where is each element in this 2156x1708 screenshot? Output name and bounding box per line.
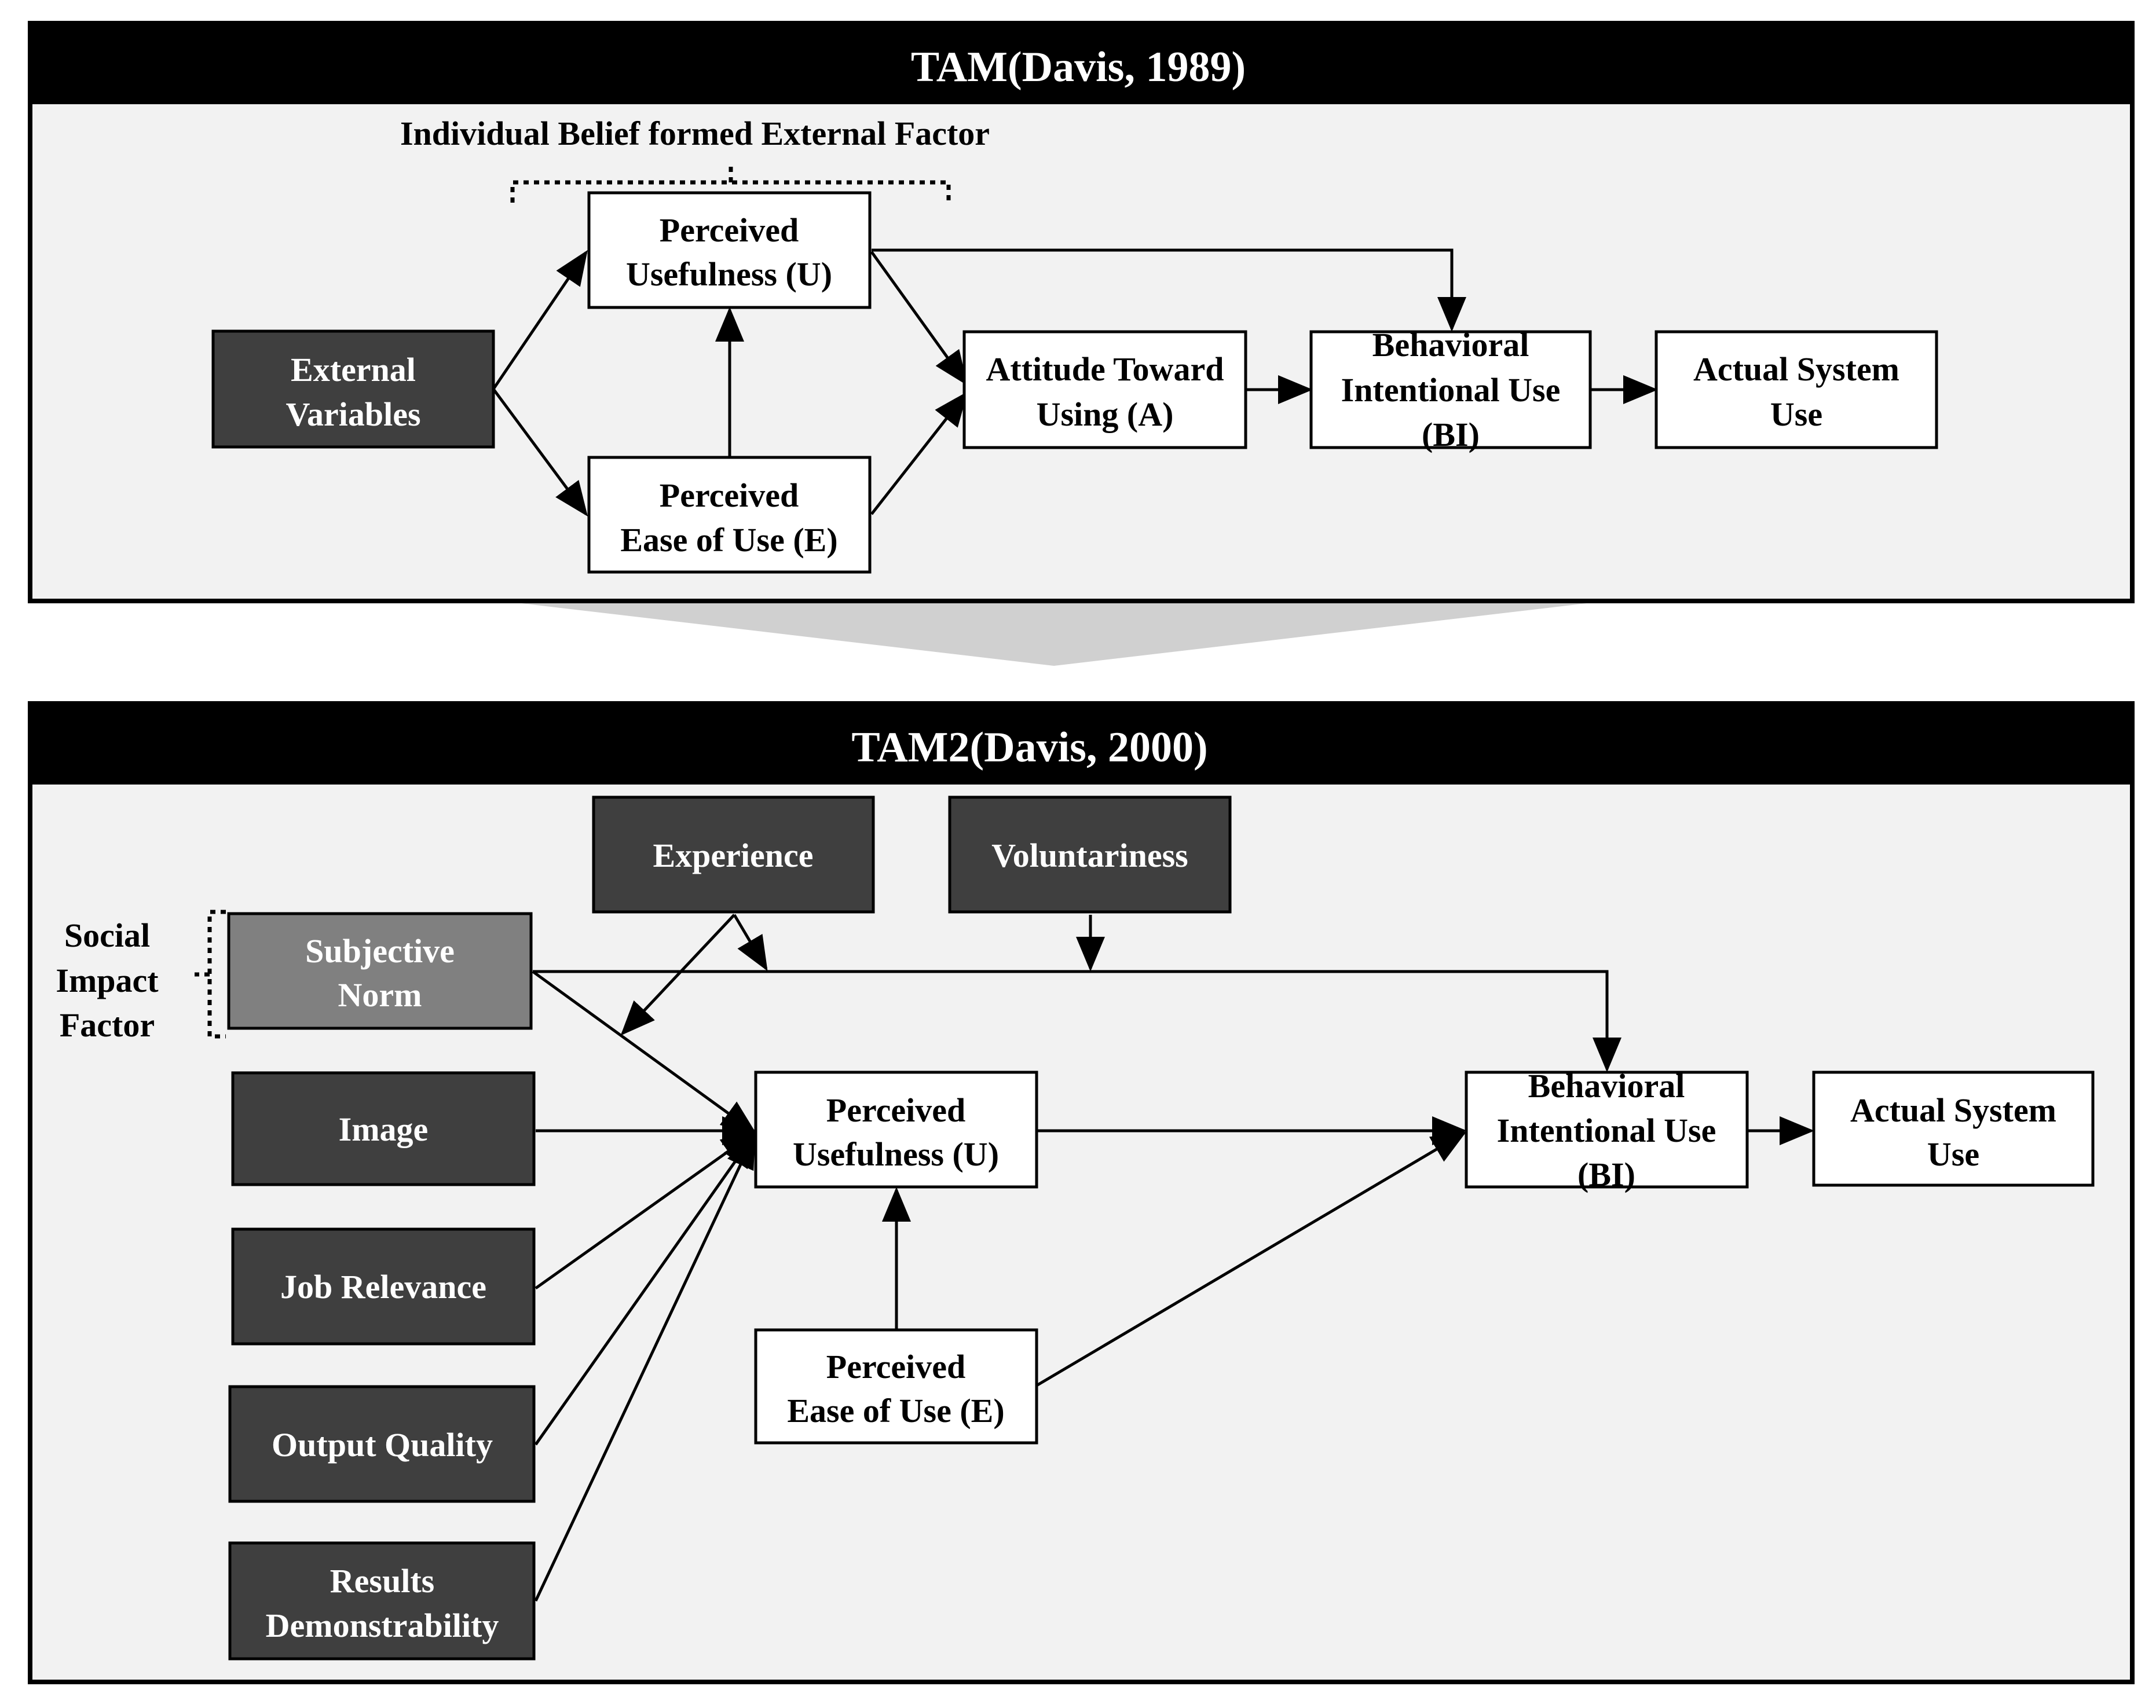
svg-text:Actual System: Actual System	[1850, 1091, 2056, 1129]
svg-text:Experience: Experience	[653, 837, 813, 874]
svg-text:Social: Social	[64, 917, 150, 954]
image-box: Image	[231, 1071, 536, 1186]
voluntariness-box: Voluntariness	[948, 796, 1232, 914]
tam-panel-header	[28, 23, 2135, 104]
svg-text:Results: Results	[330, 1562, 434, 1600]
tam-arrows	[492, 248, 1658, 517]
panel-transition-funnel	[521, 603, 1587, 666]
tam-perceived-ease-box: Perceived Ease of Use (E)	[587, 456, 872, 574]
tam2-behavioral-intention-box: Behavioral Intentional Use (BI)	[1465, 1067, 1749, 1193]
svg-text:Image: Image	[339, 1110, 429, 1148]
experience-box: Experience	[592, 796, 875, 914]
svg-text:Intentional Use: Intentional Use	[1497, 1112, 1716, 1149]
arrow-peou-to-bi	[1035, 1131, 1467, 1387]
arrow-output-to-pu	[534, 1132, 756, 1446]
tam2-perceived-usefulness-box: Perceived Usefulness (U)	[754, 1071, 1038, 1189]
svg-text:Perceived: Perceived	[826, 1091, 965, 1129]
svg-text:Use: Use	[1927, 1135, 1979, 1173]
svg-text:Behavioral: Behavioral	[1372, 326, 1529, 364]
svg-text:(BI): (BI)	[1577, 1156, 1635, 1193]
svg-text:Ease of Use (E): Ease of Use (E)	[787, 1392, 1004, 1430]
arrow-ext-to-pu	[492, 250, 588, 390]
svg-text:Attitude Toward: Attitude Toward	[986, 350, 1224, 388]
svg-text:Intentional Use: Intentional Use	[1341, 371, 1561, 409]
svg-text:Norm: Norm	[338, 976, 422, 1014]
arrow-sn-to-pu	[532, 970, 757, 1134]
tam-bracket-label: Individual Belief formed External Factor	[400, 115, 990, 152]
arrow-peou-to-att	[870, 391, 968, 515]
svg-text:Perceived: Perceived	[660, 477, 799, 514]
tam-attitude-box: Attitude Toward Using (A)	[962, 330, 1247, 449]
svg-text:External: External	[291, 351, 416, 388]
arrow-exp-to-sn-path	[620, 914, 735, 1036]
tam-panel-title: TAM(Davis, 1989)	[911, 43, 1246, 91]
svg-text:Perceived: Perceived	[660, 211, 799, 249]
arrow-pu-to-att	[870, 251, 968, 386]
subjective-norm-box: Subjective Norm	[227, 912, 533, 1030]
social-impact-factor-label: Social Impact Factor	[56, 917, 159, 1044]
tam-actual-use-box: Actual System Use	[1654, 330, 1938, 449]
svg-text:Ease of Use (E): Ease of Use (E)	[620, 521, 837, 559]
svg-text:Usefulness (U): Usefulness (U)	[626, 255, 832, 293]
svg-text:Voluntariness: Voluntariness	[991, 837, 1188, 874]
arrow-pu-to-bi	[872, 248, 1466, 332]
tam-panel: TAM(Davis, 1989) Individual Belief forme…	[28, 21, 2135, 603]
tam-external-variables-box: External Variables	[211, 329, 495, 449]
tam-bracket	[510, 163, 951, 203]
svg-text:Using (A): Using (A)	[1037, 395, 1174, 433]
arrow-ext-to-peou	[492, 388, 588, 517]
tam2-actual-use-box: Actual System Use	[1812, 1071, 2095, 1187]
svg-text:Job Relevance: Job Relevance	[280, 1268, 486, 1306]
arrow-sn-to-bi	[533, 970, 1621, 1072]
svg-text:Subjective: Subjective	[305, 932, 455, 970]
svg-text:Perceived: Perceived	[826, 1348, 965, 1386]
tam2-panel-title: TAM2(Davis, 2000)	[851, 724, 1207, 771]
tam2-panel: TAM2(Davis, 2000) Social Impact Factor	[28, 701, 2135, 1684]
svg-text:Impact: Impact	[56, 962, 159, 999]
tam-perceived-usefulness-box: Perceived Usefulness (U)	[587, 191, 872, 309]
arrow-exp-to-link	[733, 914, 768, 972]
svg-text:Actual System: Actual System	[1693, 350, 1899, 388]
tam-behavioral-intention-box: Behavioral Intentional Use (BI)	[1309, 326, 1592, 453]
svg-text:Demonstrability: Demonstrability	[266, 1607, 499, 1644]
job-relevance-box: Job Relevance	[231, 1227, 536, 1346]
arrow-results-to-pu	[534, 1133, 756, 1602]
social-impact-bracket	[195, 910, 226, 1039]
output-quality-box: Output Quality	[228, 1385, 536, 1503]
svg-text:Factor: Factor	[60, 1006, 155, 1044]
tam2-panel-header	[28, 703, 2135, 785]
arrow-job-to-pu	[535, 1131, 757, 1290]
svg-text:Use: Use	[1770, 395, 1822, 433]
svg-text:Variables: Variables	[285, 395, 420, 433]
tam-panel-background	[28, 21, 2135, 603]
svg-text:(BI): (BI)	[1422, 416, 1480, 453]
svg-text:Output Quality: Output Quality	[272, 1426, 493, 1464]
svg-text:Behavioral: Behavioral	[1528, 1067, 1685, 1105]
svg-text:Usefulness (U): Usefulness (U)	[793, 1135, 999, 1173]
tam2-perceived-ease-box: Perceived Ease of Use (E)	[754, 1328, 1038, 1445]
tam2-arrows	[532, 914, 1814, 1602]
results-demonstrability-box: Results Demonstrability	[228, 1541, 536, 1661]
